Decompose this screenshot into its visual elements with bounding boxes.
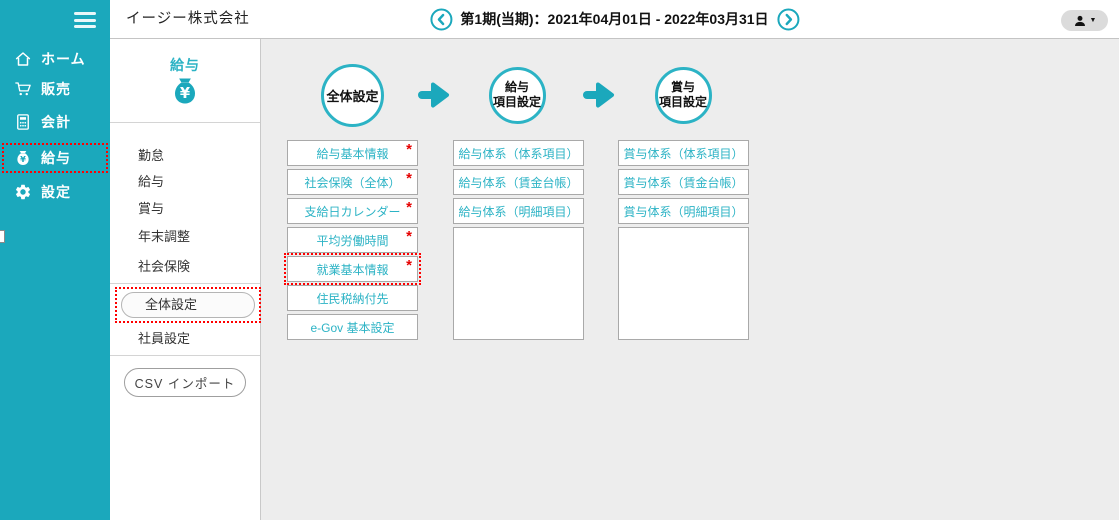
step-label: 給与 xyxy=(504,80,529,94)
setup-button-label: 賞与体系（体系項目） xyxy=(623,146,744,161)
submenu-title: 給与 xyxy=(170,57,200,73)
step-circle-overall-settings[interactable]: 全体設定 xyxy=(321,64,384,127)
arrow-right-icon xyxy=(583,80,617,110)
setup-button[interactable]: 平均労働時間 * xyxy=(287,227,418,253)
main-content: 全体設定給与項目設定賞与項目設定 給与基本情報*社会保険（全体）*支給日カレンダ… xyxy=(261,39,1119,520)
sidebar-item-accounting[interactable]: 会計 xyxy=(2,107,108,137)
setup-button-label: 給与体系（明細項目） xyxy=(458,204,579,219)
svg-text:¥: ¥ xyxy=(20,154,26,164)
hamburger-menu-icon[interactable] xyxy=(74,12,98,30)
submenu-item-year-end-adjustment[interactable]: 年末調整 xyxy=(138,229,191,244)
gear-icon xyxy=(14,183,32,201)
home-icon xyxy=(14,50,32,68)
divider xyxy=(110,122,260,123)
step-circle-bonus-item-settings[interactable]: 賞与項目設定 xyxy=(654,66,712,124)
required-marker: * xyxy=(406,141,412,158)
setup-button[interactable]: 住民税納付先 xyxy=(287,285,418,311)
person-icon xyxy=(1073,14,1087,28)
divider xyxy=(110,355,260,356)
caret-down-icon: ▼ xyxy=(1089,17,1097,24)
step-circle-salary-item-settings[interactable]: 給与項目設定 xyxy=(488,66,546,124)
next-period-button[interactable] xyxy=(777,8,800,31)
sidebar-item-home[interactable]: ホーム xyxy=(2,44,108,74)
setup-button[interactable]: 給与基本情報 * xyxy=(287,140,418,166)
user-menu-button[interactable]: ▼ xyxy=(1061,10,1108,31)
required-marker: * xyxy=(406,228,412,245)
setup-button-label: 住民税納付先 xyxy=(316,291,389,306)
setup-column-salary-system: 給与体系（体系項目） 給与体系（賃金台帳） 給与体系（明細項目） xyxy=(453,140,584,340)
csv-import-button[interactable]: CSV インポート xyxy=(124,368,246,397)
step-label: 全体設定 xyxy=(326,89,379,104)
money-bag-icon: ¥ xyxy=(169,75,201,107)
sidebar-item-label: 販売 xyxy=(41,81,71,97)
period-selector: 第1期(当期)：2021年04月01日 - 2022年03月31日 xyxy=(429,0,800,38)
setup-button-label: 賞与体系（明細項目） xyxy=(623,204,744,219)
setup-button[interactable]: e-Gov 基本設定 xyxy=(287,314,418,340)
panel-handle[interactable] xyxy=(0,230,5,243)
setup-column-overall: 給与基本情報 * 社会保険（全体） * 支給日カレンダー * 平均労働時間 * 就業基本情報 * 住… xyxy=(284,140,421,343)
main-sidebar: ホーム販売会計 ¥ 給与設定 xyxy=(0,0,110,520)
highlight-box: 全体設定 xyxy=(115,287,261,323)
step-label: 項目設定 xyxy=(492,95,541,109)
setup-button[interactable]: 支給日カレンダー * xyxy=(287,198,418,224)
setup-button[interactable]: 給与体系（体系項目） xyxy=(453,140,584,166)
submenu-item-bonus[interactable]: 賞与 xyxy=(138,201,165,216)
cart-icon xyxy=(14,80,32,98)
sidebar-item-label: ホーム xyxy=(41,51,86,67)
company-name: イージー株式会社 xyxy=(126,11,250,27)
submenu-item-overall-settings[interactable]: 全体設定 xyxy=(121,292,255,318)
sidebar-item-label: 給与 xyxy=(41,150,71,166)
chevron-left-icon xyxy=(429,8,452,31)
step-label: 項目設定 xyxy=(658,95,707,109)
money-bag-icon: ¥ xyxy=(14,149,32,167)
setup-button-label: e-Gov 基本設定 xyxy=(310,320,395,335)
required-marker: * xyxy=(406,257,412,274)
svg-text:¥: ¥ xyxy=(180,85,191,102)
submenu-item-employee-settings[interactable]: 社員設定 xyxy=(138,331,191,346)
submenu-item-social-insurance[interactable]: 社会保険 xyxy=(138,259,191,274)
sidebar-item-settings[interactable]: 設定 xyxy=(2,177,108,207)
step-label: 賞与 xyxy=(670,80,695,94)
setup-button-label: 平均労働時間 xyxy=(316,233,389,248)
setup-button[interactable]: 社会保険（全体） * xyxy=(287,169,418,195)
empty-panel xyxy=(453,227,584,340)
setup-button-label: 給与体系（賃金台帳） xyxy=(458,175,579,190)
setup-button-label: 就業基本情報 xyxy=(316,262,389,277)
payroll-submenu: 給与 ¥ 勤怠給与賞与年末調整社会保険 全体設定社員設定 CSV インポート xyxy=(110,39,261,520)
required-marker: * xyxy=(406,170,412,187)
setup-button[interactable]: 賞与体系（体系項目） xyxy=(618,140,749,166)
setup-button-label: 支給日カレンダー xyxy=(304,204,401,219)
submenu-item-attendance[interactable]: 勤怠 xyxy=(138,148,165,163)
sidebar-item-label: 会計 xyxy=(41,114,71,130)
calculator-icon xyxy=(14,113,32,131)
sidebar-item-sales[interactable]: 販売 xyxy=(2,74,108,104)
setup-button-label: 給与体系（体系項目） xyxy=(458,146,579,161)
sidebar-item-label: 設定 xyxy=(41,184,71,200)
setup-button[interactable]: 給与体系（明細項目） xyxy=(453,198,584,224)
setup-button-label: 賞与体系（賃金台帳） xyxy=(623,175,744,190)
arrow-right-icon xyxy=(418,80,452,110)
divider xyxy=(110,283,260,284)
chevron-right-icon xyxy=(777,8,800,31)
empty-panel xyxy=(618,227,749,340)
setup-button[interactable]: 給与体系（賃金台帳） xyxy=(453,169,584,195)
setup-column-bonus-system: 賞与体系（体系項目） 賞与体系（賃金台帳） 賞与体系（明細項目） xyxy=(618,140,749,340)
setup-button[interactable]: 賞与体系（明細項目） xyxy=(618,198,749,224)
topbar: イージー株式会社 第1期(当期)：2021年04月01日 - 2022年03月3… xyxy=(110,0,1119,39)
setup-button-label: 社会保険（全体） xyxy=(304,175,401,190)
period-label: 第1期(当期)：2021年04月01日 - 2022年03月31日 xyxy=(460,11,769,27)
sidebar-item-payroll[interactable]: ¥ 給与 xyxy=(2,143,108,173)
setup-button-label: 給与基本情報 xyxy=(316,146,389,161)
setup-button[interactable]: 就業基本情報 * xyxy=(284,253,421,285)
submenu-item-salary[interactable]: 給与 xyxy=(138,174,165,189)
setup-button[interactable]: 賞与体系（賃金台帳） xyxy=(618,169,749,195)
previous-period-button[interactable] xyxy=(429,8,452,31)
required-marker: * xyxy=(406,199,412,216)
